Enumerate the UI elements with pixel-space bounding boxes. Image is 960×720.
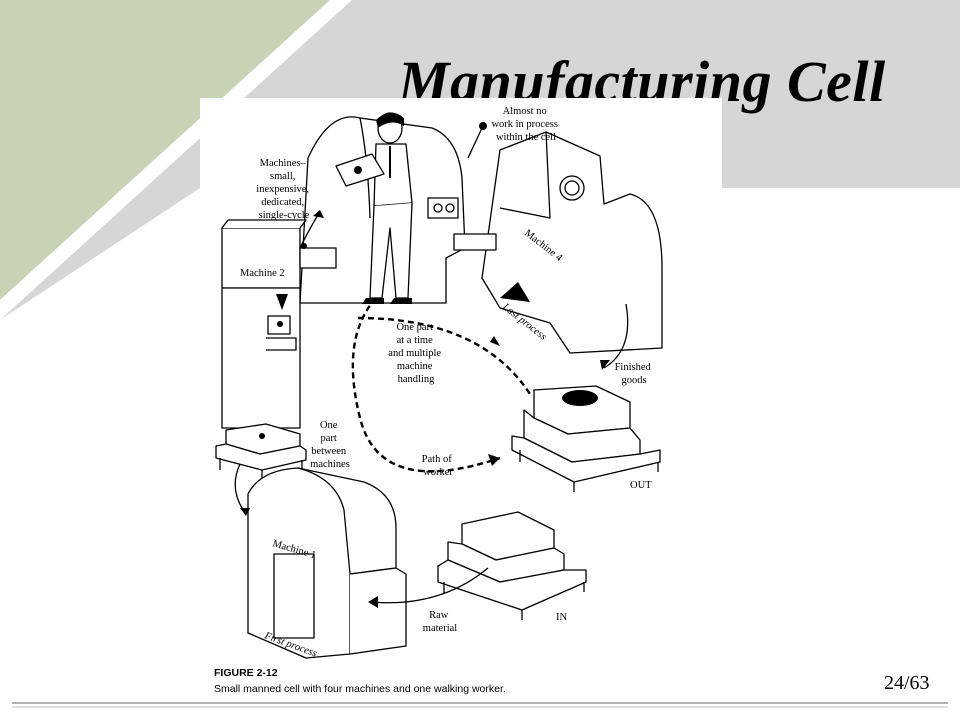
slide-page-number: 24/63 — [884, 672, 930, 694]
arrow-machine4-to-out — [603, 303, 629, 369]
label-in: IN — [556, 612, 567, 623]
machine-1-drawing — [247, 467, 407, 659]
label-raw-material: Raw material — [423, 610, 457, 634]
figure-caption-text: Small manned cell with four machines and… — [214, 683, 506, 695]
machine-4-drawing — [453, 131, 663, 354]
label-one-part-between: One part between machines — [310, 420, 350, 470]
label-wip: Almost no work in process within the cel… — [491, 106, 560, 143]
worker-path — [351, 297, 532, 473]
label-finished-goods: Finished goods — [615, 362, 654, 386]
arrowheads — [240, 210, 610, 608]
figure-panel: Machines– small, inexpensive, dedicated,… — [200, 98, 722, 716]
label-machines-desc: Machines– small, inexpensive, dedicated,… — [256, 158, 311, 221]
arrow-buffer-to-machine1 — [234, 463, 247, 515]
label-one-part-multi: One part at a time and multiple machine … — [388, 322, 443, 385]
label-machine-2: Machine 2 — [240, 268, 285, 279]
manufacturing-cell-illustration: Machines– small, inexpensive, dedicated,… — [214, 106, 663, 695]
arrow-in-to-machine1 — [369, 567, 489, 604]
white-lower-left — [0, 188, 200, 720]
worker-figure — [335, 112, 413, 304]
in-stand-drawing — [437, 511, 587, 620]
label-out: OUT — [630, 480, 652, 491]
out-stand-drawing — [511, 385, 661, 492]
buffer-stand-drawing — [215, 423, 307, 480]
footer-rule — [12, 702, 948, 708]
label-path-of-worker: Path of worker — [422, 454, 455, 478]
figure-caption-label: FIGURE 2-12 — [214, 667, 278, 679]
machine-2-drawing — [221, 219, 337, 429]
